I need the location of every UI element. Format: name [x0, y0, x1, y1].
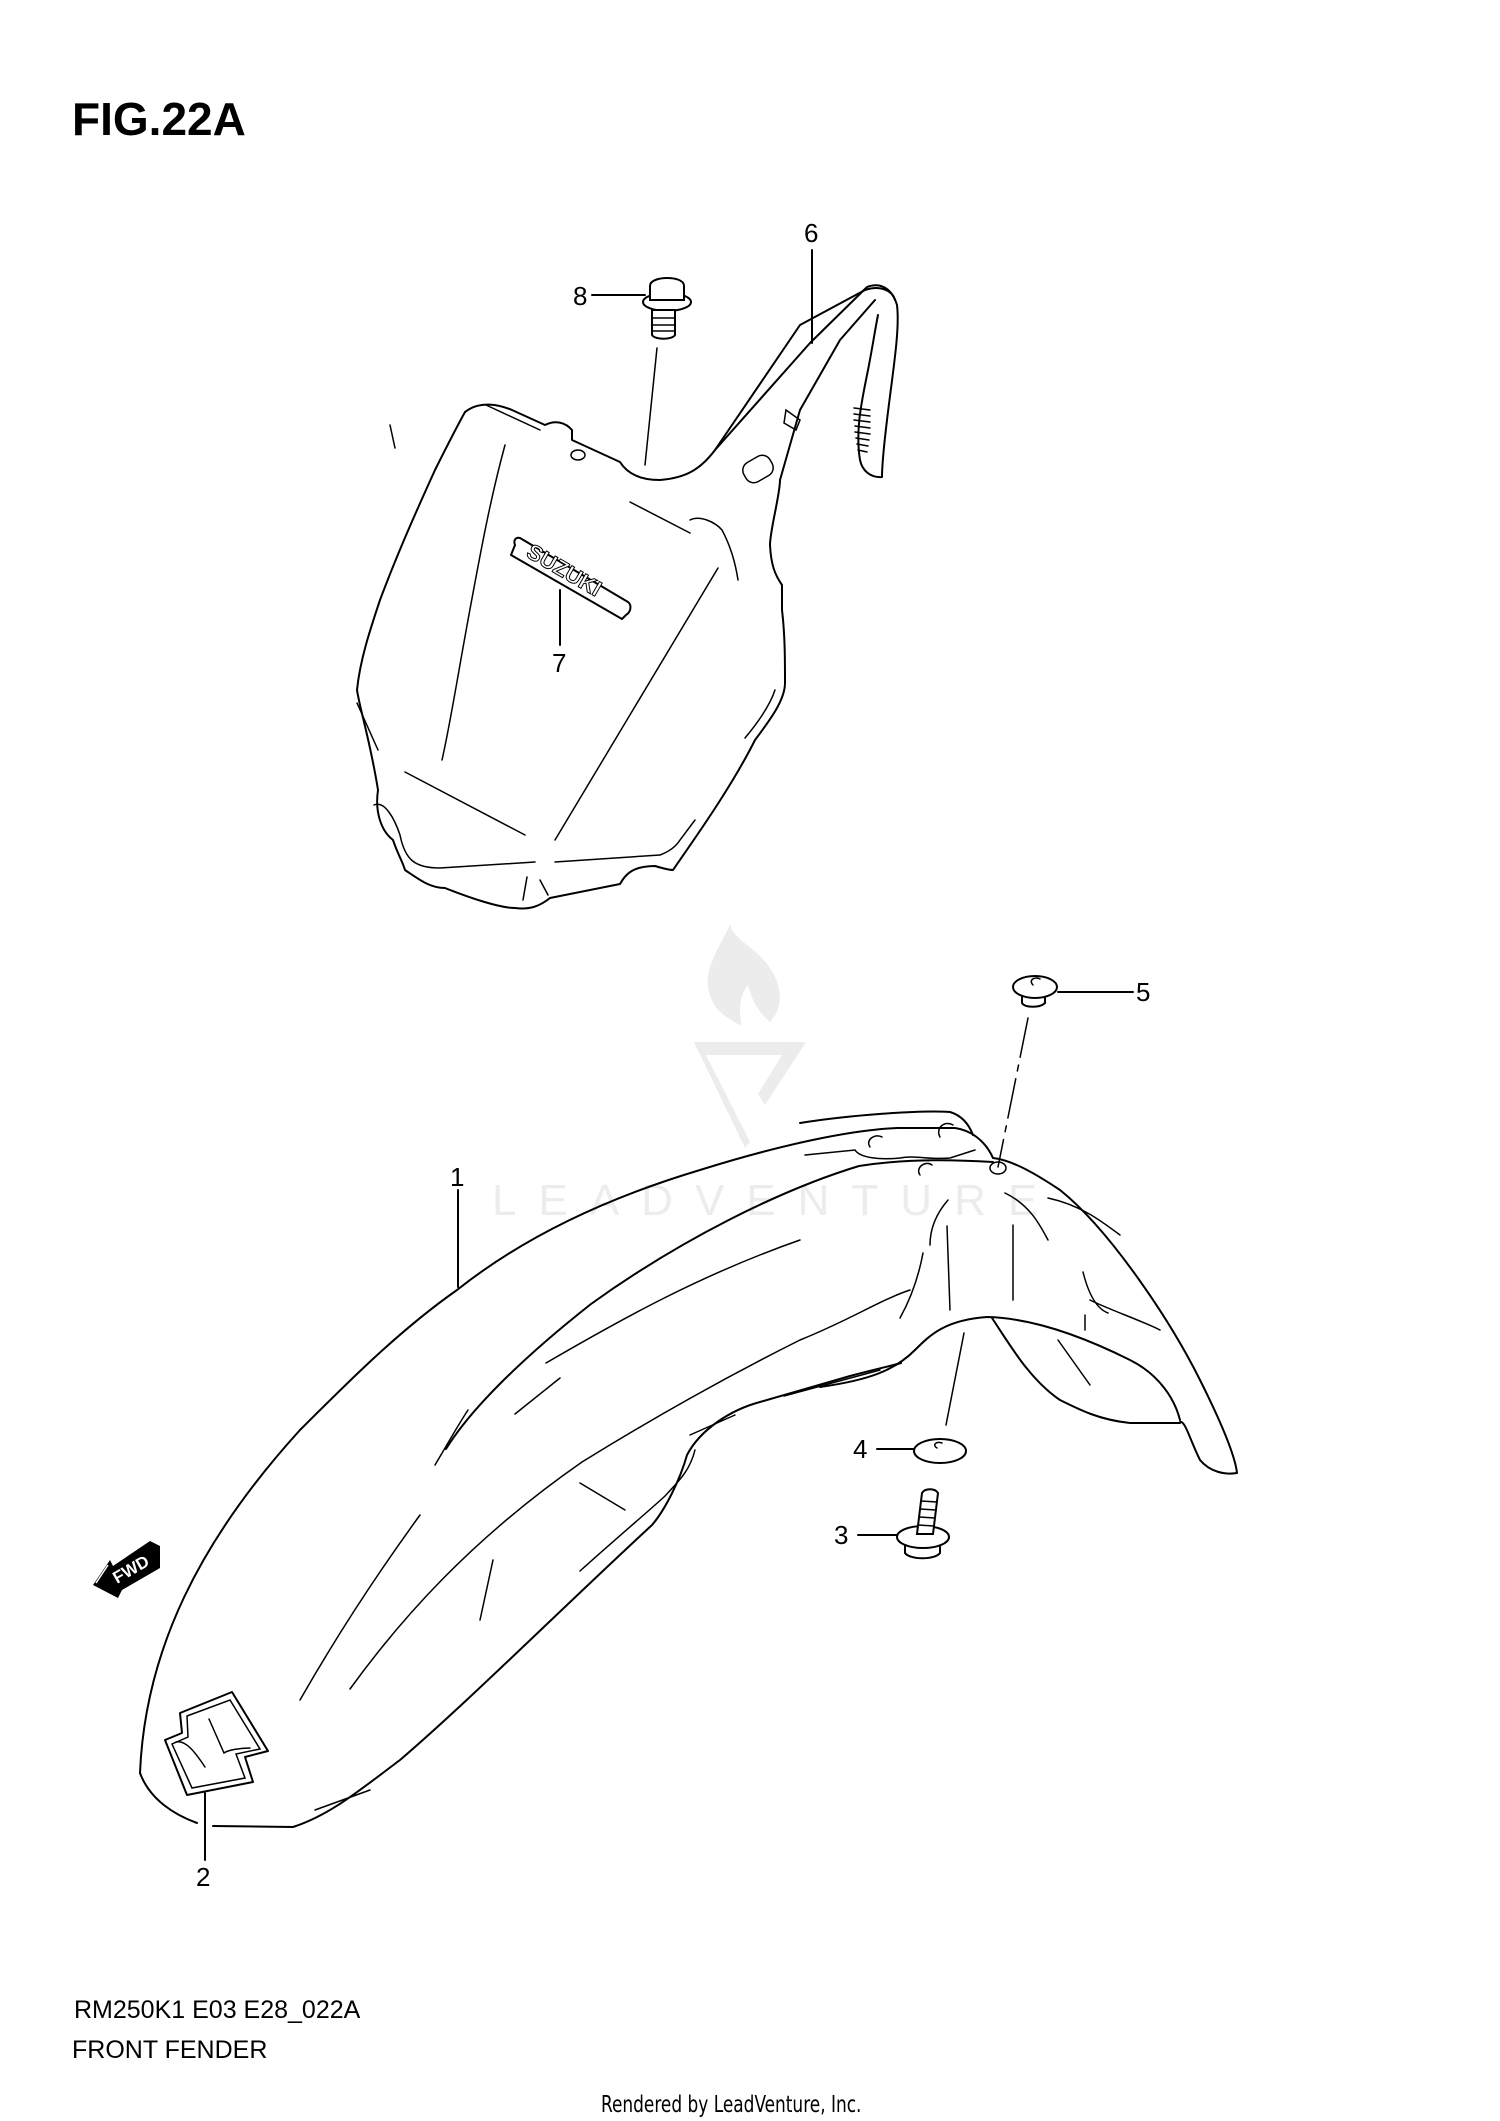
callout-6[interactable]: 6 [804, 218, 819, 248]
render-credit: Rendered by LeadVenture, Inc. [601, 2092, 862, 2118]
bolt-8-part[interactable] [642, 276, 692, 340]
figure-title: FIG.22A [72, 93, 246, 145]
grommet-5-part[interactable] [1012, 975, 1058, 1008]
watermark-text: LEADVENTURE [492, 1176, 1060, 1225]
callout-3[interactable]: 3 [834, 1520, 849, 1550]
install-line-8 [644, 347, 658, 466]
front-fender-part[interactable] [139, 1110, 1238, 1828]
bolt-3-part[interactable] [896, 1488, 950, 1560]
callout-5[interactable]: 5 [1136, 977, 1151, 1007]
s-emblem-decal-part[interactable] [164, 1691, 269, 1796]
install-line-5 [997, 1017, 1029, 1168]
watermark-logo-icon [694, 925, 806, 1148]
callout-2[interactable]: 2 [196, 1862, 211, 1892]
forward-arrow-icon: FWD [93, 1541, 160, 1598]
callout-4[interactable]: 4 [853, 1434, 868, 1464]
callout-7[interactable]: 7 [552, 648, 567, 678]
section-name: FRONT FENDER [72, 2036, 268, 2064]
install-line-4 [945, 1332, 965, 1426]
callout-8[interactable]: 8 [573, 281, 588, 311]
number-plate-part[interactable] [356, 284, 899, 910]
model-code: RM250K1 E03 E28_022A [74, 1996, 361, 2024]
washer-4-part[interactable] [913, 1438, 967, 1464]
suzuki-emblem-part[interactable]: SUZUKI [510, 536, 632, 620]
callout-1[interactable]: 1 [450, 1162, 465, 1192]
